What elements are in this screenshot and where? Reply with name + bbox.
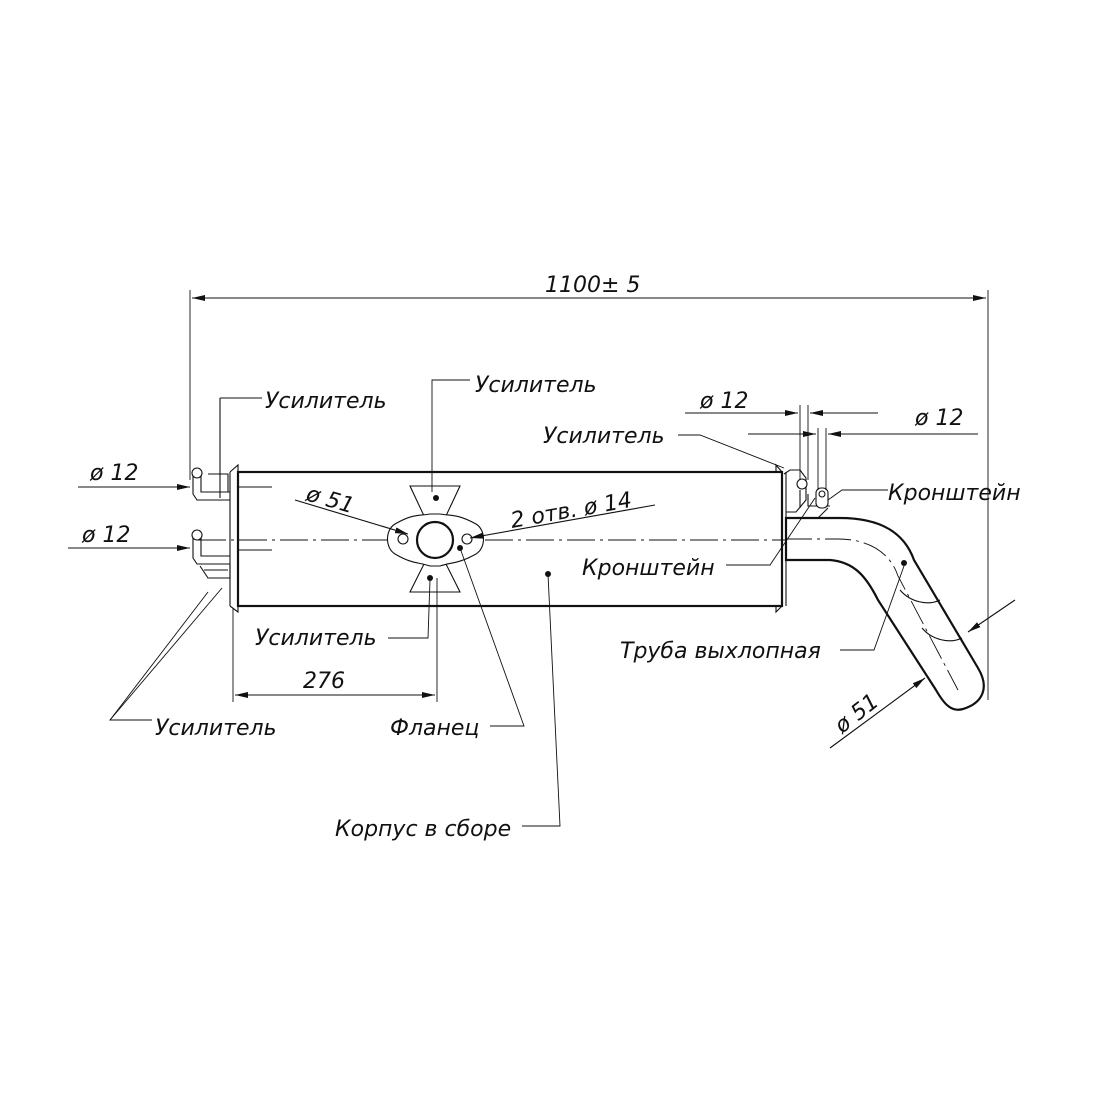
dia-right-a-label: ø 12 [699, 389, 748, 414]
label-reinforcer-top-left: Усилитель [265, 389, 387, 414]
flange-offset-label: 276 [303, 669, 345, 694]
dia-outlet-dimension [829, 599, 1016, 749]
label-reinforcer-bottom-mid: Усилитель [255, 626, 377, 651]
leader-lines [109, 379, 905, 827]
holes-leader [469, 504, 656, 539]
body-leader-dot [545, 571, 551, 577]
dia-inlet-leader [294, 499, 409, 535]
label-reinforcer-top-mid: Усилитель [475, 373, 597, 398]
overall-length-label: 1100± 5 [545, 273, 640, 298]
exhaust-pipe-leader-dot [901, 560, 907, 566]
label-body-assembly: Корпус в сборе [335, 817, 511, 842]
overall-dimension [189, 290, 989, 700]
label-exhaust-pipe: Труба выхлопная [620, 639, 821, 664]
dia-right-b-label: ø 12 [914, 406, 963, 431]
left-dimension-lines [68, 484, 190, 551]
dia-left-top-label: ø 12 [89, 461, 138, 486]
exhaust-pipe [784, 516, 985, 711]
label-bracket-right: Кронштейн [888, 481, 1021, 506]
label-reinforcer-right: Усилитель [543, 424, 665, 449]
flange [386, 485, 485, 593]
flange-offset-dimension [232, 578, 438, 702]
label-flange: Фланец [390, 716, 479, 741]
dia-outlet-label: ø 51 [830, 689, 884, 739]
muffler-body [229, 463, 787, 614]
left-hook-top [191, 467, 230, 501]
dia-left-bottom-label: ø 12 [81, 523, 130, 548]
label-bracket-mid: Кронштейн [582, 556, 715, 581]
right-dimension-lines [685, 405, 978, 490]
left-hook-bottom [191, 529, 231, 579]
right-hooks [783, 469, 830, 519]
label-reinforcer-bottom-left: Усилитель [155, 716, 277, 741]
